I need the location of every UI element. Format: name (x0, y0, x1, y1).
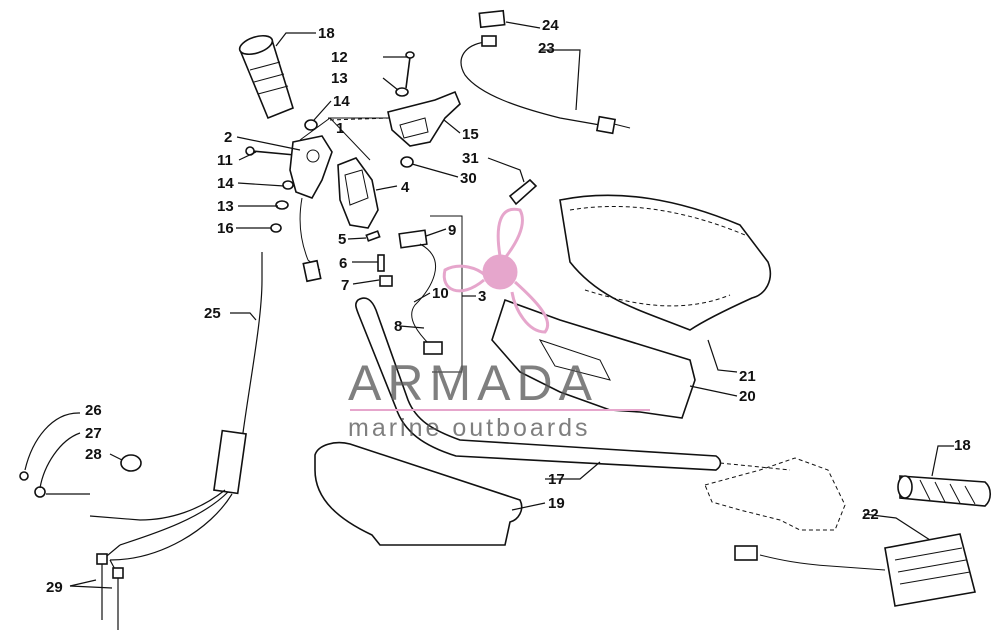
right-housing-phantom (704, 457, 846, 531)
left-switch-housing (289, 135, 333, 199)
callout-25: 25 (204, 305, 221, 322)
handlebar-pad (314, 441, 523, 546)
callout-20: 20 (739, 388, 756, 405)
callout-27: 27 (85, 425, 102, 442)
bracket-nut (400, 156, 414, 168)
callout-31: 31 (462, 150, 479, 167)
callout-19: 19 (548, 495, 565, 512)
retaining-clip (508, 178, 538, 206)
spring-clip (365, 230, 381, 242)
callout-26: 26 (85, 402, 102, 419)
callout-29: 29 (46, 579, 63, 596)
callout-13-left: 13 (217, 198, 234, 215)
callout-6: 6 (339, 255, 347, 272)
callout-4: 4 (401, 179, 410, 196)
left-locknut (270, 223, 282, 233)
cable-ferrule (34, 486, 46, 498)
callout-2: 2 (224, 129, 232, 146)
throttle-housing (337, 157, 379, 229)
callout-28: 28 (85, 446, 102, 463)
right-grip (897, 475, 992, 507)
armada-watermark: ARMADA marine outboards (348, 207, 650, 442)
callout-3: 3 (478, 288, 486, 305)
callout-24: 24 (542, 17, 559, 34)
throttle-pin (377, 254, 385, 272)
throttle-block (379, 275, 393, 287)
harness-connector (478, 9, 506, 29)
callout-12: 12 (331, 49, 348, 66)
callout-18-right: 18 (954, 437, 971, 454)
callout-22: 22 (862, 506, 879, 523)
callout-9: 9 (448, 222, 456, 239)
kill-switch (398, 229, 428, 249)
callout-10: 10 (432, 285, 449, 302)
cable-clamp (120, 454, 142, 472)
callout-21: 21 (739, 368, 756, 385)
callout-14-left: 14 (217, 175, 234, 192)
callout-5: 5 (338, 231, 346, 248)
callout-30: 30 (460, 170, 477, 187)
callout-13-top: 13 (331, 70, 348, 87)
switch-wiring (411, 243, 437, 346)
callout-11: 11 (217, 152, 233, 169)
callout-15: 15 (462, 126, 479, 143)
callout-14-top: 14 (333, 93, 350, 110)
callout-16: 16 (217, 220, 234, 237)
callout-18-left: 18 (318, 25, 335, 42)
propeller-logo (442, 207, 550, 334)
cable-sleeve (213, 429, 247, 495)
throttle-bracket (387, 90, 461, 147)
handlebar (355, 297, 722, 471)
throttle-cable (241, 252, 263, 441)
left-washer (275, 200, 289, 210)
leader-lines (24, 21, 954, 589)
left-grip (238, 34, 294, 120)
housing-screw (245, 146, 296, 156)
callout-17: 17 (548, 471, 565, 488)
watermark-tagline: marine outboards (348, 414, 591, 442)
callout-23: 23 (538, 40, 555, 57)
handlebar-cover (559, 194, 772, 331)
heater-element (734, 533, 976, 607)
callout-8: 8 (394, 318, 402, 335)
top-washer (395, 87, 409, 97)
top-nut (304, 119, 318, 131)
callout-7: 7 (341, 277, 349, 294)
watermark-brand: ARMADA (348, 355, 598, 411)
heater-cable (460, 41, 601, 126)
cable-end-cap (19, 471, 29, 481)
left-nut (282, 180, 294, 190)
callout-labels: 18 12 13 14 1 15 2 11 31 30 14 4 13 16 9… (46, 17, 971, 596)
callout-1: 1 (336, 120, 344, 137)
pad-cover (491, 298, 696, 419)
